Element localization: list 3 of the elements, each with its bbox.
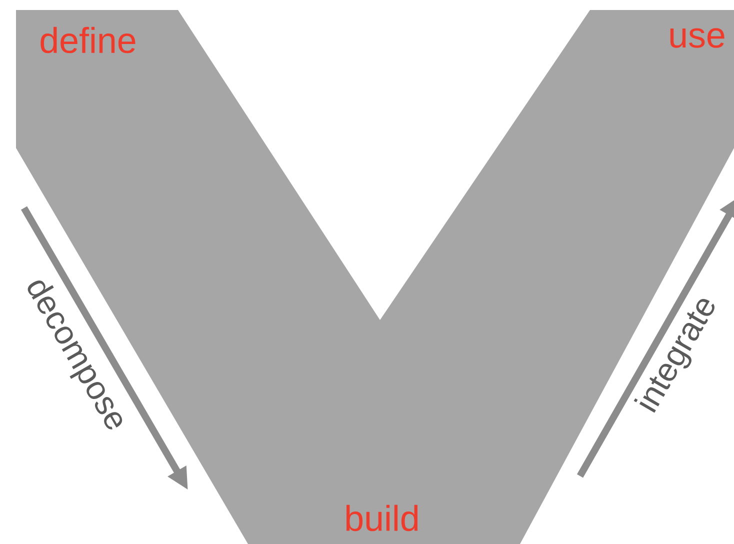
label: use bbox=[670, 28, 724, 48]
label: define bbox=[40, 26, 136, 54]
label: build bbox=[346, 504, 418, 532]
